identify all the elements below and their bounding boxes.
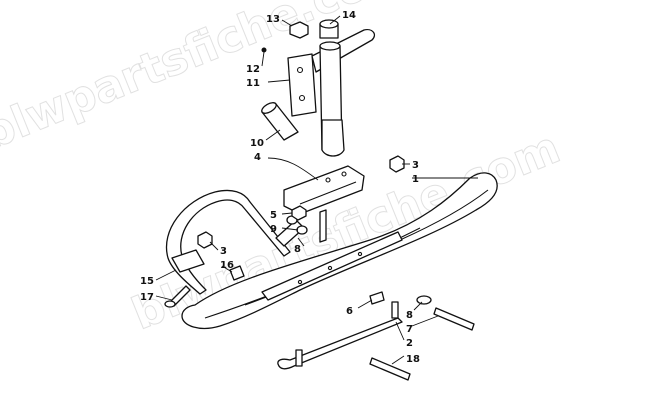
spindle-top [319,41,341,51]
callout-6: 6 [346,306,353,317]
leader-5 [281,212,293,215]
wear-bar-stud [295,349,303,367]
callout-4: 4 [254,152,261,163]
callout-2: 2 [406,338,413,349]
leader-7 [411,315,439,327]
wear-bar-bolt [369,291,385,305]
pivot-nut [291,205,307,221]
callout-13: 13 [266,14,280,25]
washer [296,225,308,235]
callout-17: 17 [140,292,154,303]
loop-bolt-head [164,300,176,308]
callout-1: 1 [412,174,419,185]
leader-6 [357,299,373,309]
spindle-lower [321,119,345,157]
nut [289,21,309,39]
leader-2 [395,321,405,341]
leader-11 [267,79,291,83]
saddle-hole [357,251,363,257]
leader-10 [265,129,281,141]
callout-9: 9 [270,224,277,235]
leader-8a [297,237,305,247]
watermark: blwpartsfiche.com [0,0,417,160]
leader-17 [155,295,173,301]
leader-18 [391,355,405,365]
saddle-hole [297,279,303,285]
callout-11: 11 [246,78,260,89]
plate-hole [298,94,306,102]
callout-14: 14 [342,10,356,21]
bracket-lug [319,209,327,243]
saddle-hole [327,265,333,271]
bushing-end [261,102,277,114]
leader-13 [281,19,293,27]
wear-bar-stud [391,301,399,319]
callout-8-lower: 8 [406,310,413,321]
callout-7: 7 [406,324,413,335]
leader-4 [267,157,319,181]
washer-upper [416,295,432,305]
spindle-bolt-head [319,19,339,29]
callout-15: 15 [140,276,154,287]
ski-saddle [261,231,403,301]
leader-14 [329,15,341,25]
wear-bar [277,317,403,370]
callout-12: 12 [246,64,260,75]
long-bolt-upper [433,307,475,331]
leader-12 [261,51,265,67]
ski-body [181,172,498,330]
long-bolt-lower [369,357,411,381]
bracket-hole [325,177,331,183]
leader-9 [281,227,299,231]
callout-5: 5 [270,210,277,221]
bracket-edge [299,181,357,205]
callout-8-upper: 8 [294,244,301,255]
locknut-loop [197,231,213,249]
callout-3-lower: 3 [220,246,227,257]
spacer [229,265,245,281]
leader-15 [155,269,177,281]
leader-16 [221,265,233,273]
bracket-hole [341,171,347,177]
loop-bracket [171,249,205,273]
spindle-plate [287,53,317,117]
ski-loop [165,189,291,295]
leader-3b [209,241,219,251]
grease-fitting [261,47,267,53]
leader-8b [413,301,423,311]
plate-hole [296,66,304,74]
callout-16: 16 [220,260,234,271]
locknut-upper [389,155,405,173]
callout-3-upper: 3 [412,160,419,171]
callout-10: 10 [250,138,264,149]
callout-18: 18 [406,354,420,365]
